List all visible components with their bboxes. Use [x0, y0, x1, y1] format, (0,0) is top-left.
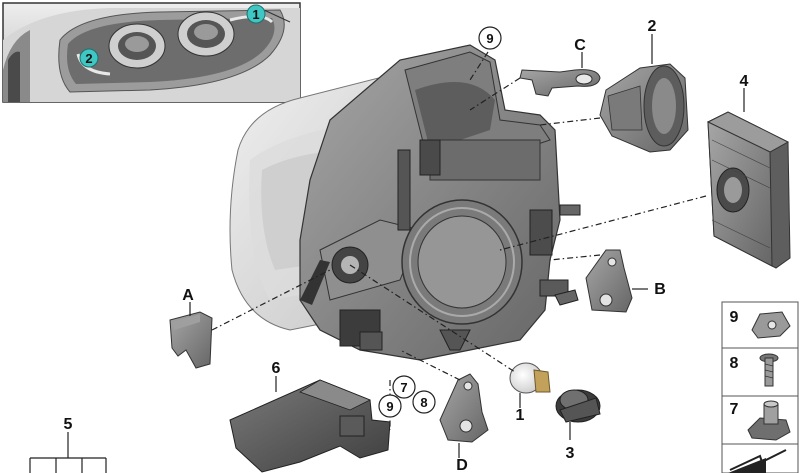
callout-1: 1 [516, 407, 525, 424]
headlight-housing [229, 44, 581, 361]
callout-4: 4 [740, 73, 749, 90]
callout-6: 6 [272, 360, 281, 377]
callout-9-top-circle [478, 26, 502, 50]
inset-marker-2 [79, 48, 99, 68]
legend-num-8: 8 [730, 355, 739, 372]
callout-3: 3 [566, 445, 575, 462]
arrow-icon [728, 449, 787, 473]
callout-8: 8 [420, 395, 427, 410]
part-c-bracket [519, 69, 601, 97]
callout-9-top: 9 [486, 31, 493, 46]
part-b-bracket [585, 249, 633, 313]
part-1-bulb [509, 362, 551, 394]
callout-c: C [574, 37, 586, 54]
callout-9-bottom: 9 [386, 399, 393, 414]
part-4-module [706, 111, 791, 269]
part-5-kit [29, 432, 107, 473]
callout-9-bottom-circle [378, 394, 402, 418]
spring-nut-icon [751, 311, 791, 339]
part-6-cover [229, 379, 391, 473]
inset-marker-2-label: 2 [85, 51, 92, 66]
part-a-bracket [169, 311, 213, 369]
part-3-socket [555, 389, 601, 423]
callout-b: B [654, 281, 666, 298]
callout-labels: 9 C 2 4 A B 6 7 8 9 1 3 D 5 [64, 18, 749, 473]
callout-2: 2 [648, 18, 657, 35]
callout-5: 5 [64, 416, 73, 433]
legend-num-9: 9 [730, 309, 739, 326]
callout-d: D [456, 457, 468, 473]
legend-num-7: 7 [730, 401, 739, 418]
vehicle-inset: 1 2 [2, 2, 301, 103]
hardware-legend: 9 8 7 [721, 301, 799, 473]
part-d-bracket [439, 373, 489, 443]
part-2-drive [599, 63, 689, 153]
callout-7-circle [392, 375, 416, 399]
callout-8-circle [412, 390, 436, 414]
screw-icon [759, 353, 779, 387]
inset-marker-1 [246, 4, 266, 24]
callout-7: 7 [400, 380, 407, 395]
adjuster-icon [747, 400, 791, 441]
callout-a: A [182, 287, 194, 304]
leader-lines [189, 34, 745, 458]
inset-marker-1-label: 1 [252, 7, 259, 22]
